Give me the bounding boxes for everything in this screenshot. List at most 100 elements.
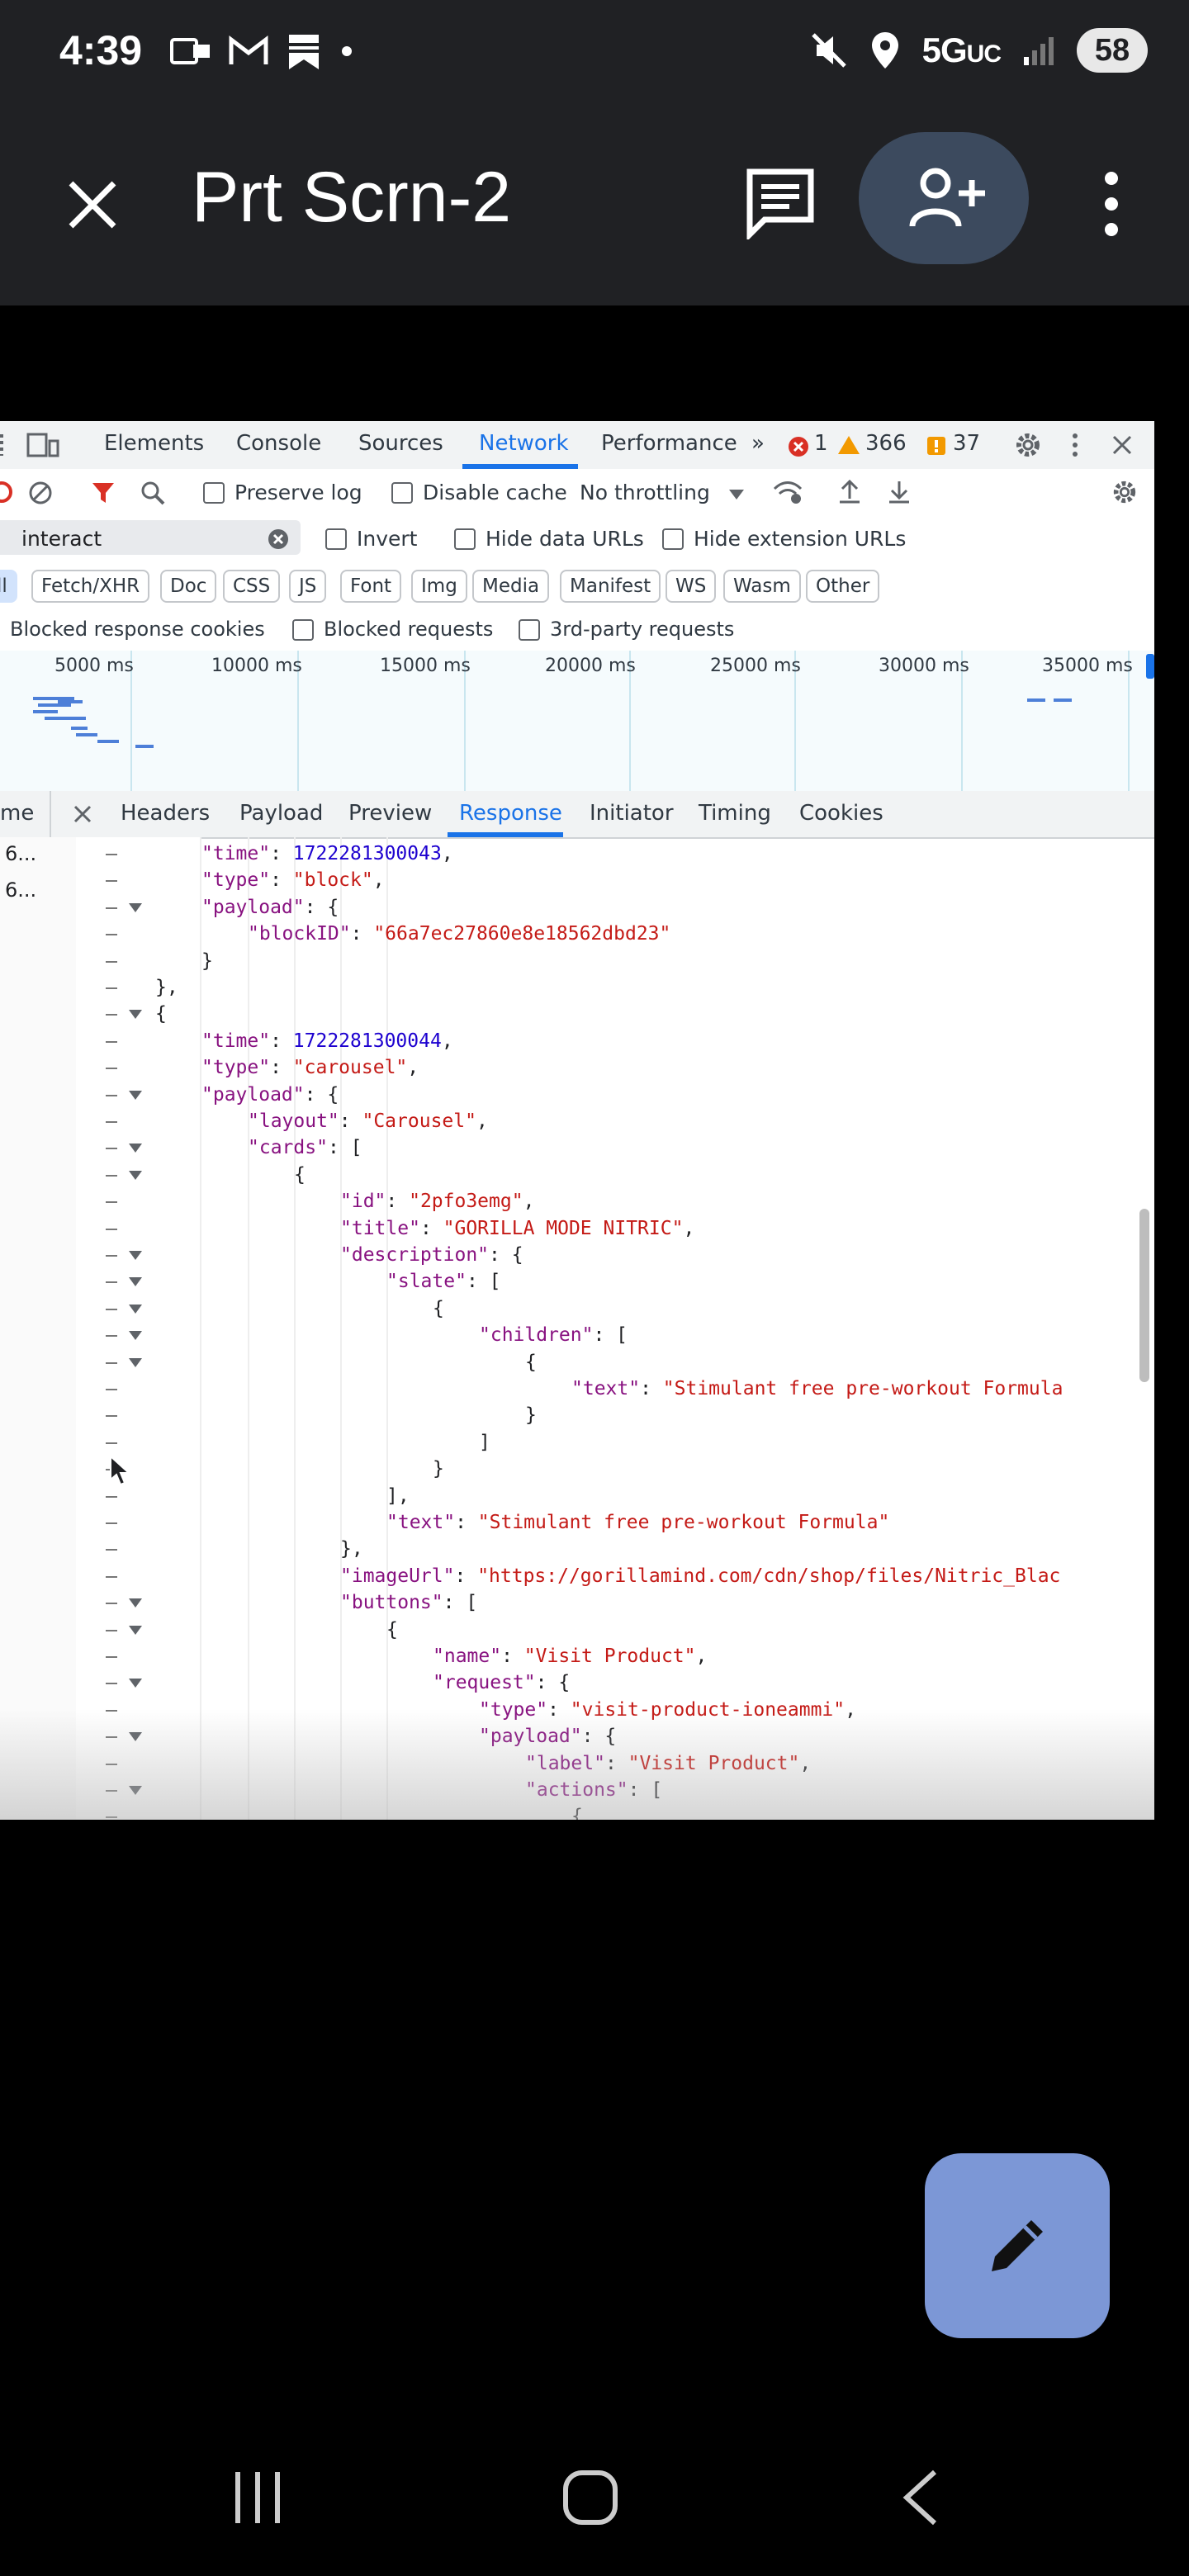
type-filter-fetch-xhr[interactable]: Fetch/XHR	[31, 570, 150, 603]
inspect-icon[interactable]	[0, 433, 8, 457]
fold-toggle-icon[interactable]	[129, 1304, 142, 1314]
notification-icons	[170, 31, 355, 71]
chevron-down-icon[interactable]	[728, 489, 745, 500]
app-bar: Prt Scrn-2	[0, 116, 1189, 305]
more-options-icon[interactable]	[1087, 167, 1136, 241]
tab-console[interactable]: Console	[236, 431, 322, 456]
home-icon[interactable]	[561, 2469, 619, 2526]
fold-toggle-icon[interactable]	[129, 1357, 142, 1367]
type-filter-css[interactable]: CSS	[223, 570, 281, 603]
type-filter-all[interactable]: ll	[0, 570, 17, 603]
close-panel-icon[interactable]	[73, 804, 92, 824]
hide-extension-urls-label: Hide extension URLs	[694, 527, 907, 551]
response-body[interactable]: "time": 1722281300043,"type": "block","p…	[0, 837, 1154, 1820]
fold-toggle-icon[interactable]	[129, 1090, 142, 1100]
timeline-label: 30000 ms	[879, 656, 969, 676]
timeline-bar	[97, 740, 119, 743]
type-filter-js[interactable]: JS	[289, 570, 327, 603]
name-column-header[interactable]: me	[0, 801, 35, 826]
blocked-requests-checkbox[interactable]	[292, 619, 314, 641]
comment-icon[interactable]	[743, 165, 817, 239]
fold-toggle-icon[interactable]	[129, 1277, 142, 1287]
record-icon[interactable]	[0, 481, 13, 504]
kebab-menu-icon[interactable]	[1070, 433, 1080, 457]
tab-headers[interactable]: Headers	[121, 801, 211, 826]
blocked-cookies-label[interactable]: Blocked response cookies	[10, 618, 265, 641]
issues-count[interactable]: 37	[953, 431, 981, 456]
search-icon[interactable]	[140, 481, 165, 505]
hide-data-urls-checkbox[interactable]	[454, 528, 476, 550]
request-row[interactable]: 6...	[5, 842, 37, 865]
add-person-button[interactable]	[859, 132, 1029, 264]
tab-payload[interactable]: Payload	[239, 801, 324, 826]
disable-cache-checkbox[interactable]	[391, 482, 413, 504]
line-marker	[106, 1389, 117, 1390]
fold-toggle-icon[interactable]	[129, 1625, 142, 1635]
hide-extension-urls-checkbox[interactable]	[662, 528, 684, 550]
error-count[interactable]: 1	[814, 431, 828, 456]
code-line: }	[201, 949, 213, 972]
close-devtools-icon[interactable]	[1111, 434, 1133, 456]
tab-preview[interactable]: Preview	[348, 801, 433, 826]
clear-icon[interactable]	[28, 481, 53, 505]
timeline-handle[interactable]	[1146, 654, 1154, 679]
error-icon	[789, 437, 808, 457]
edit-button[interactable]	[925, 2153, 1110, 2338]
type-filter-img[interactable]: Img	[411, 570, 467, 603]
device-toolbar-icon[interactable]	[26, 433, 59, 457]
tab-sources[interactable]: Sources	[358, 431, 443, 456]
code-line: "time": 1722281300044,	[201, 1030, 453, 1052]
fold-toggle-icon[interactable]	[129, 1331, 142, 1341]
tab-initiator[interactable]: Initiator	[590, 801, 674, 826]
recent-apps-icon[interactable]	[231, 2469, 284, 2526]
line-marker	[106, 1603, 117, 1605]
timeline-label: 10000 ms	[211, 656, 302, 676]
export-har-icon[interactable]	[887, 479, 912, 505]
type-filter-doc[interactable]: Doc	[160, 570, 217, 603]
preserve-log-checkbox[interactable]	[203, 482, 225, 504]
throttling-select[interactable]: No throttling	[580, 481, 710, 504]
timeline-bar	[33, 697, 74, 700]
third-party-checkbox[interactable]	[519, 619, 540, 641]
fold-toggle-icon[interactable]	[129, 1679, 142, 1688]
type-filter-media[interactable]: Media	[472, 570, 550, 603]
filter-input-box[interactable]	[0, 520, 301, 555]
network-conditions-icon[interactable]	[771, 479, 804, 505]
timeline-bar	[33, 710, 58, 713]
tab-network[interactable]: Network	[479, 431, 569, 456]
fold-toggle-icon[interactable]	[129, 1144, 142, 1153]
type-filter-other[interactable]: Other	[806, 570, 880, 603]
request-row[interactable]: 6...	[5, 878, 37, 902]
clear-filter-icon[interactable]	[268, 528, 289, 550]
tab-timing[interactable]: Timing	[699, 801, 771, 826]
tab-performance[interactable]: Performance	[601, 431, 737, 456]
fold-toggle-icon[interactable]	[129, 1170, 142, 1180]
back-icon[interactable]	[900, 2469, 941, 2526]
warning-count[interactable]: 366	[865, 431, 907, 456]
tab-response[interactable]: Response	[459, 801, 562, 826]
network-timeline[interactable]: 5000 ms 10000 ms 15000 ms 20000 ms 25000…	[0, 651, 1154, 793]
line-marker	[106, 1281, 117, 1284]
filter-input[interactable]: interact	[21, 527, 102, 551]
fold-toggle-icon[interactable]	[129, 902, 142, 912]
tab-elements[interactable]: Elements	[104, 431, 205, 456]
indent-guide	[200, 837, 201, 1820]
more-tabs-icon[interactable]: »	[751, 431, 765, 456]
settings-icon[interactable]	[1014, 431, 1042, 459]
network-settings-icon[interactable]	[1111, 479, 1138, 505]
type-filter-font[interactable]: Font	[340, 570, 402, 603]
fold-toggle-icon[interactable]	[129, 1251, 142, 1260]
invert-checkbox[interactable]	[325, 528, 347, 550]
line-marker	[106, 1121, 117, 1123]
scrollbar[interactable]	[1139, 1209, 1149, 1382]
import-har-icon[interactable]	[837, 479, 862, 505]
type-filter-manifest[interactable]: Manifest	[560, 570, 661, 603]
fold-toggle-icon[interactable]	[129, 1010, 142, 1020]
type-filter-ws[interactable]: WS	[666, 570, 717, 603]
type-filter-wasm[interactable]: Wasm	[723, 570, 801, 603]
fold-toggle-icon[interactable]	[129, 1598, 142, 1608]
navigation-bar	[0, 2427, 1189, 2576]
close-icon[interactable]	[59, 172, 126, 238]
filter-icon[interactable]	[91, 481, 116, 505]
tab-cookies[interactable]: Cookies	[799, 801, 883, 826]
